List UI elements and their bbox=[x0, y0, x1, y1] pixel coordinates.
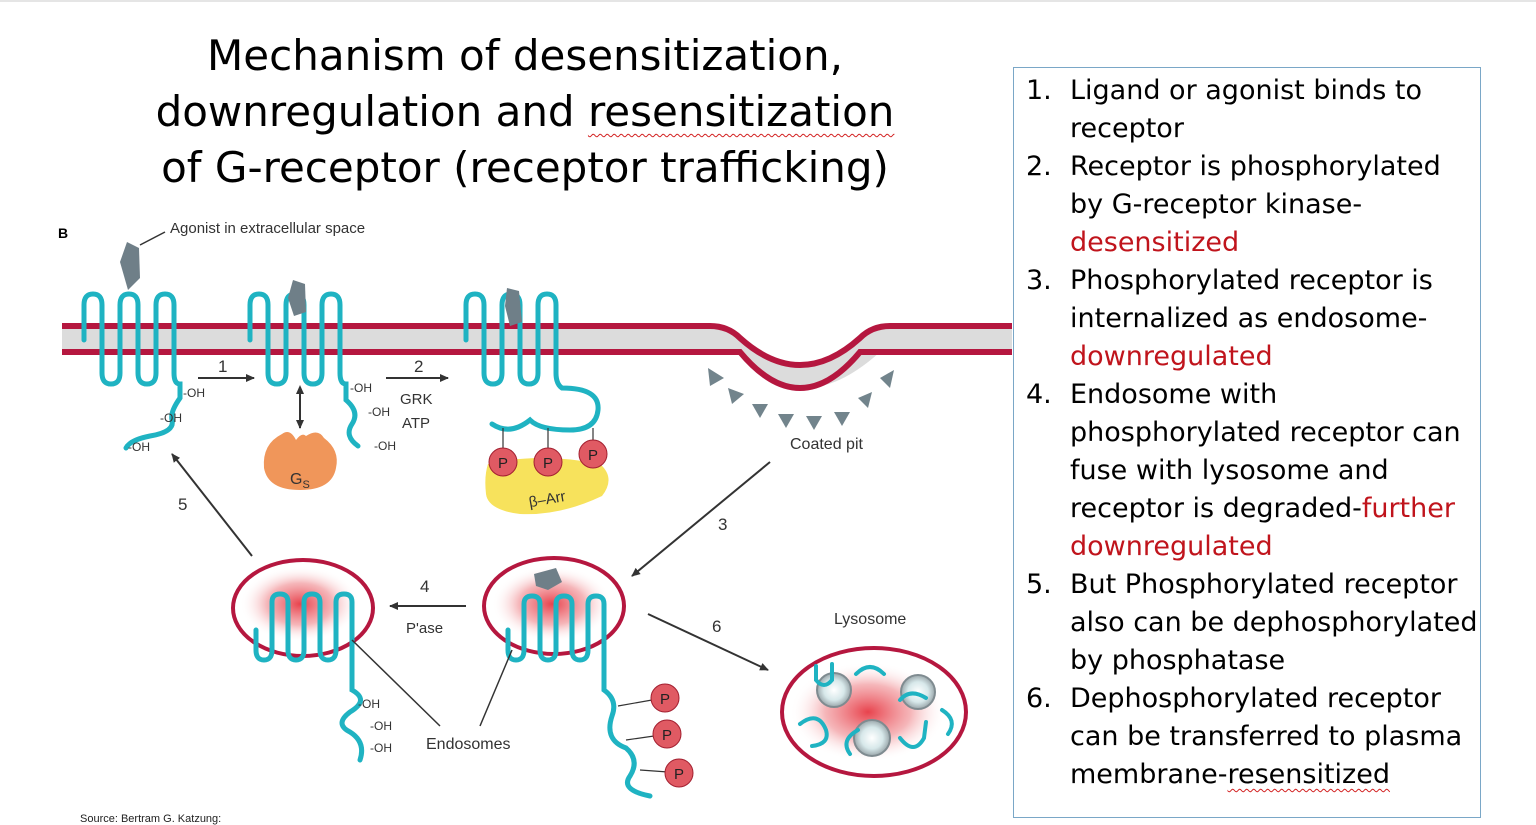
receptor-agonist-bound bbox=[247, 291, 361, 449]
step-number: 5. bbox=[1026, 569, 1052, 600]
step-6-arrow bbox=[647, 613, 769, 671]
step-number: 6. bbox=[1026, 683, 1052, 714]
agonist-molecule bbox=[505, 288, 522, 326]
step-3-arrow-label: 3 bbox=[718, 515, 727, 534]
endosome-phosphorylated bbox=[482, 556, 653, 799]
endosome-dephosphorylated bbox=[231, 558, 375, 763]
svg-text:P: P bbox=[662, 727, 672, 744]
slide-title: Mechanism of desensitization, downregula… bbox=[130, 28, 920, 196]
phosphate-group: P bbox=[652, 719, 682, 749]
slide-top-border bbox=[0, 0, 1536, 2]
step-number: 1. bbox=[1026, 75, 1052, 106]
coated-pit-label: Coated pit bbox=[790, 436, 863, 453]
beta-arrestin bbox=[485, 458, 609, 515]
step-6-arrow-label: 6 bbox=[712, 617, 721, 636]
step-4-arrow-label: 4 bbox=[420, 577, 429, 596]
oh-group: -OH bbox=[358, 697, 380, 711]
endosomes-pointer-line bbox=[479, 649, 513, 727]
step-1: 1. Ligand or agonist binds to receptor bbox=[1026, 72, 1478, 148]
oh-group: -OH bbox=[160, 411, 182, 425]
title-line-1: Mechanism of desensitization, bbox=[207, 31, 843, 80]
oh-group: -OH bbox=[370, 719, 392, 733]
phosphate-group: P bbox=[664, 758, 694, 788]
source-citation: Source: Bertram G. Katzung: bbox=[80, 813, 222, 825]
svg-text:P: P bbox=[498, 455, 508, 472]
receptor-unbound bbox=[81, 291, 183, 451]
step-highlight-spellcheck: resensitized bbox=[1227, 759, 1390, 790]
agonist-label: Agonist in extracellular space bbox=[170, 220, 365, 237]
oh-group: -OH bbox=[374, 439, 396, 453]
step-3: 3. Phosphorylated receptor is internaliz… bbox=[1026, 262, 1478, 376]
title-line-3: of G-receptor (receptor trafficking) bbox=[161, 143, 889, 192]
agonist-molecule bbox=[120, 242, 140, 290]
svg-text:P: P bbox=[543, 455, 553, 472]
phosphate-links bbox=[617, 699, 669, 773]
phosphate-group: P bbox=[488, 447, 518, 477]
oh-group: -OH bbox=[128, 440, 150, 454]
receptor-phosphorylated bbox=[463, 291, 601, 433]
step-1-arrow-label: 1 bbox=[218, 357, 227, 376]
steps-text-box: 1. Ligand or agonist binds to receptor 2… bbox=[1013, 67, 1481, 818]
svg-text:P: P bbox=[588, 447, 598, 464]
step-2-arrow-label: 2 bbox=[414, 357, 423, 376]
agonist-molecule bbox=[288, 280, 306, 316]
step-5: 5. But Phosphorylated receptor also can … bbox=[1026, 566, 1478, 680]
phosphate-group: P bbox=[533, 447, 563, 477]
step-text: Ligand or agonist binds to receptor bbox=[1070, 75, 1422, 144]
steps-list: 1. Ligand or agonist binds to receptor 2… bbox=[1026, 72, 1478, 794]
step-text: Endosome with phosphorylated receptor ca… bbox=[1070, 379, 1461, 524]
step-number: 2. bbox=[1026, 151, 1052, 182]
oh-group: -OH bbox=[183, 386, 205, 400]
step-highlight: desensitized bbox=[1070, 227, 1240, 258]
step-6: 6. Dephosphorylated receptor can be tran… bbox=[1026, 680, 1478, 794]
endosomes-pointer-line bbox=[351, 639, 441, 727]
step-number: 4. bbox=[1026, 379, 1052, 410]
panel-letter: B bbox=[58, 225, 68, 241]
endosomes-label: Endosomes bbox=[426, 736, 511, 753]
oh-group: -OH bbox=[370, 741, 392, 755]
agonist-pointer-line bbox=[139, 231, 166, 246]
step-text: Dephosphorylated receptor can be transfe… bbox=[1070, 683, 1463, 790]
grk-label: GRK bbox=[400, 391, 433, 408]
title-line-2: downregulation and resensitization bbox=[130, 84, 920, 140]
step-2: 2. Receptor is phosphorylated by G-recep… bbox=[1026, 148, 1478, 262]
phosphate-group: P bbox=[650, 683, 680, 713]
step-highlight: downregulated bbox=[1070, 341, 1273, 372]
beta-arrestin-label: β–Arr bbox=[528, 488, 567, 511]
step-text: But Phosphorylated receptor also can be … bbox=[1070, 569, 1478, 676]
plasma-membrane bbox=[62, 323, 1012, 391]
step-text: Receptor is phosphorylated by G-receptor… bbox=[1070, 151, 1441, 220]
oh-group: -OH bbox=[350, 381, 372, 395]
step-5-arrow-label: 5 bbox=[178, 495, 187, 514]
step-number: 3. bbox=[1026, 265, 1052, 296]
gs-protein bbox=[263, 432, 337, 490]
step-text: Phosphorylated receptor is internalized … bbox=[1070, 265, 1433, 334]
clathrin-coat bbox=[708, 368, 894, 430]
receptor-trafficking-diagram: B Agonist in extracellular space -OH -OH… bbox=[58, 220, 1012, 799]
step-5-arrow bbox=[171, 453, 253, 557]
title-line-2-spellcheck-word: resensitization bbox=[587, 87, 895, 136]
phosphatase-label: P'ase bbox=[406, 620, 443, 637]
lysosome-label: Lysosome bbox=[834, 611, 906, 628]
gs-label: GS bbox=[290, 471, 310, 491]
svg-text:P: P bbox=[660, 691, 670, 708]
step-highlight: further downregulated bbox=[1070, 493, 1455, 562]
lysosome bbox=[780, 646, 968, 778]
step-4: 4. Endosome with phosphorylated receptor… bbox=[1026, 376, 1478, 566]
phosphate-group: P bbox=[578, 439, 608, 469]
atp-label: ATP bbox=[402, 415, 430, 432]
step-3-arrow bbox=[631, 461, 771, 577]
oh-group: -OH bbox=[368, 405, 390, 419]
title-line-2-start: downregulation and bbox=[155, 87, 588, 136]
svg-text:P: P bbox=[674, 766, 684, 783]
